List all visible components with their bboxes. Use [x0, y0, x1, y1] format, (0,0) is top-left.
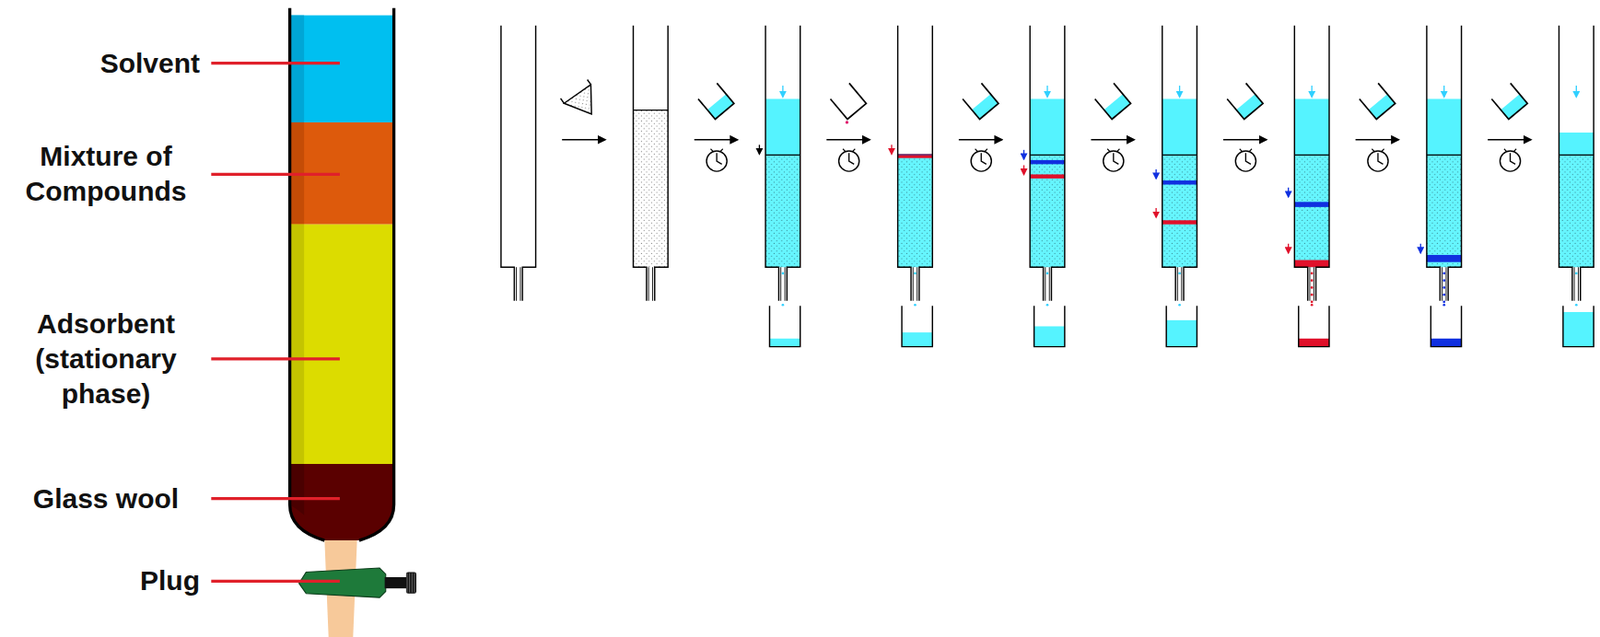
column-tube [891, 25, 933, 348]
column-tube [1288, 25, 1330, 348]
leader-line [210, 357, 340, 361]
part-label: Mixture of Compounds [11, 139, 200, 210]
column-tube [632, 25, 668, 302]
column [210, 8, 417, 637]
column-tube [1420, 25, 1461, 348]
part-label: Plug [11, 563, 200, 599]
column-tube [759, 25, 800, 348]
step-icon [560, 79, 606, 140]
leader-line [210, 580, 340, 584]
column-tube [1558, 25, 1594, 348]
column-tube [501, 25, 537, 302]
part-label: Solvent [11, 46, 200, 82]
part-label: Adsorbent (stationary phase) [11, 306, 200, 412]
column-tube [1156, 25, 1197, 348]
part-label: Glass wool [11, 481, 200, 517]
step-icon [694, 82, 738, 172]
step-icon [1090, 82, 1134, 172]
step-icon [1223, 82, 1267, 172]
leader-line [210, 497, 340, 501]
process-sequence [501, 25, 1594, 348]
leader-line [210, 173, 340, 176]
leader-line [210, 61, 340, 65]
step-icon [826, 82, 870, 172]
step-icon [958, 82, 1003, 172]
step-icon [1487, 82, 1531, 172]
step-icon [1355, 82, 1400, 172]
column-tube [1024, 25, 1065, 348]
